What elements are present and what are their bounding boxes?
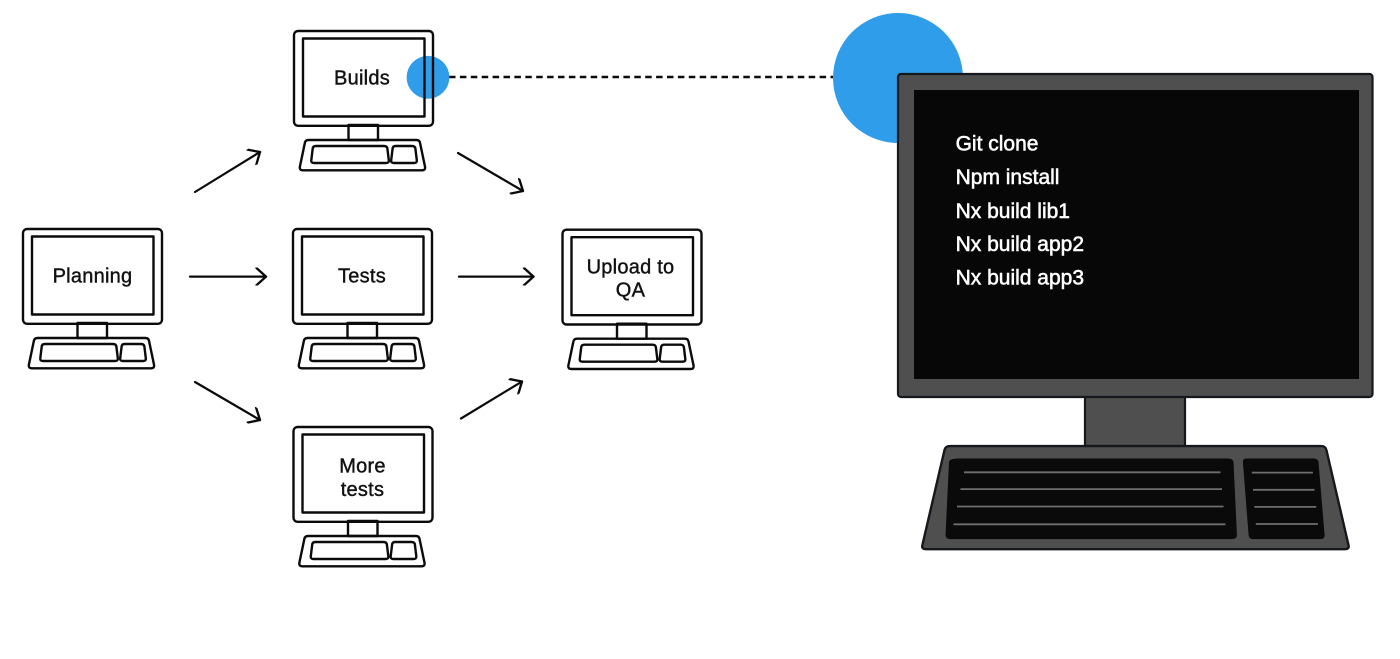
svg-text:Nx build app2: Nx build app2 [956, 233, 1084, 256]
svg-text:Planning: Planning [53, 266, 133, 288]
svg-text:Nx build lib1: Nx build lib1 [956, 200, 1070, 223]
svg-text:Builds: Builds [334, 68, 390, 90]
svg-text:Tests: Tests [338, 266, 386, 288]
svg-text:QA: QA [616, 280, 646, 302]
svg-text:Git clone: Git clone [956, 133, 1039, 156]
svg-text:tests: tests [341, 479, 385, 501]
svg-text:More: More [339, 455, 386, 477]
svg-text:Npm install: Npm install [956, 166, 1060, 189]
svg-text:Nx build app3: Nx build app3 [956, 267, 1084, 290]
svg-text:Upload to: Upload to [587, 257, 675, 279]
